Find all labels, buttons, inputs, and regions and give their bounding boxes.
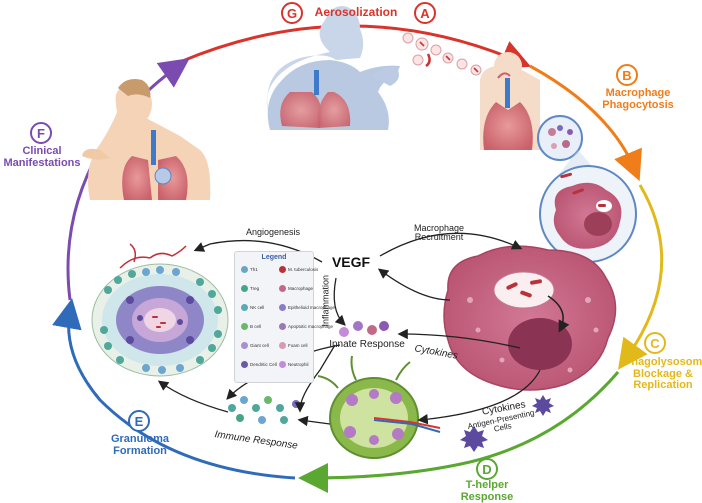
legend-label: Th1: [250, 267, 258, 272]
legend-label: B cell: [250, 324, 262, 329]
legend-swatch: [279, 285, 286, 292]
arrow-immune-to-granuloma: [157, 380, 229, 413]
legend-title: Legend: [261, 254, 287, 261]
arrow-inflammation: [333, 277, 346, 326]
arc-replication: [617, 184, 664, 370]
legend-swatch: [241, 304, 248, 311]
legend-label: Neutrophil: [288, 362, 309, 367]
legend-label: Dendritic Cell: [250, 362, 277, 367]
inflammation-label: Inflammation: [320, 274, 331, 327]
legend-label: Foam cell: [288, 343, 308, 348]
arc-t-helper: [298, 371, 620, 493]
legend-swatch: [279, 342, 286, 349]
arrow-innate-to-immune: [294, 344, 336, 413]
lymph-node: [317, 355, 441, 459]
vegf-label: VEGF: [331, 254, 371, 270]
legend-label: Apoptotic macrophage: [288, 324, 334, 329]
stage-d-label: T-helper Response: [460, 479, 514, 503]
legend-swatch: [241, 266, 248, 273]
person-right-lungs: [480, 52, 637, 263]
legend-label: Epithelioid macrophage: [288, 305, 336, 310]
innate-response-cells: [339, 321, 389, 337]
legend-swatch: [279, 323, 286, 330]
macrophage-recruitment-label: Macrophage Recruitment: [413, 223, 465, 243]
stage-d-marker: D: [476, 458, 498, 480]
legend-label: M. tuberculosis: [288, 267, 319, 272]
stage-f-marker: F: [30, 122, 52, 144]
legend-swatch: [279, 304, 286, 311]
arrow-cytokines-top: [397, 328, 521, 349]
stage-a-marker: A: [414, 2, 436, 24]
legend-label: Macrophage: [288, 286, 314, 291]
legend-swatch: [279, 361, 286, 368]
arrow-cytokines-bottom: [417, 369, 541, 425]
stage-b-label: Macrophage Phagocytosis: [602, 87, 674, 111]
stage-c-marker: C: [644, 332, 666, 354]
stage-f-label: Clinical Manifestations: [3, 145, 81, 169]
arc-granuloma: [52, 298, 296, 480]
stage-e-label: Granuloma Formation: [110, 433, 170, 457]
stage-g-marker: G: [281, 2, 303, 24]
coughing-person-top: [266, 6, 482, 130]
large-macrophage: [443, 245, 617, 391]
stage-c-label: Phagolysosome Blockage & Replication: [624, 356, 702, 392]
immune-response-cells: [228, 396, 300, 424]
stage-g-label: Aerosolization: [314, 5, 398, 19]
arc-phagocytosis: [529, 64, 642, 182]
person-left-coughing: [82, 79, 211, 200]
legend-swatch: [279, 266, 286, 273]
legend-label: Treg: [250, 286, 260, 291]
antigen-presenting-cell: [460, 395, 554, 452]
stage-e-marker: E: [128, 410, 150, 432]
innate-response-label: Innate Response: [329, 339, 405, 350]
arrow-macrophage-to-vegf: [377, 268, 451, 301]
legend-swatch: [241, 285, 248, 292]
legend-swatch: [241, 342, 248, 349]
arrow-lymph-to-immune: [297, 415, 331, 427]
angiogenesis-label: Angiogenesis: [245, 227, 301, 237]
legend-swatch: [241, 361, 248, 368]
legend-label: Giant cell: [250, 343, 269, 348]
legend-swatch: [241, 323, 248, 330]
arrow-macrophage-recruitment: [379, 232, 523, 257]
granuloma: [91, 243, 229, 377]
stage-b-marker: B: [616, 64, 638, 86]
legend-label: NK cell: [250, 305, 265, 310]
